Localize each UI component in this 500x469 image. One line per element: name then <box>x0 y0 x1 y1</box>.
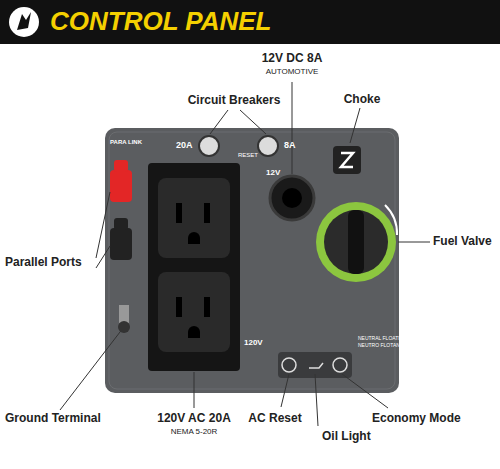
callout-label: AC Reset <box>248 412 301 426</box>
panel-marking: 8A <box>284 140 296 150</box>
panel-marking: 20A <box>176 140 193 150</box>
panel-marking: NEUTRAL FLOATING <box>358 336 407 342</box>
panel-marking: 120V <box>244 338 263 347</box>
callout-label: Ground Terminal <box>5 412 101 426</box>
callout-label: Choke <box>344 93 381 107</box>
panel-marking: RESET <box>238 152 258 159</box>
callout-label: 12V DC 8A <box>262 52 323 66</box>
callout-label: Fuel Valve <box>433 235 492 249</box>
panel-title: CONTROL PANEL <box>50 7 271 37</box>
callout-label: Circuit Breakers <box>188 94 281 108</box>
callout-sublabel: NEMA 5-20R <box>171 427 218 436</box>
callout-label: 120V AC 20A <box>157 412 231 426</box>
callout-label: Oil Light <box>322 430 371 444</box>
panel-marking: NEUTRO FLOTANTE <box>358 343 406 349</box>
callout-sublabel: AUTOMOTIVE <box>266 67 319 76</box>
callout-label: Parallel Ports <box>5 256 82 270</box>
panel-marking: PARA LINK <box>110 139 142 146</box>
callout-label: Economy Mode <box>372 412 461 426</box>
panel-marking: 12V <box>266 168 280 177</box>
